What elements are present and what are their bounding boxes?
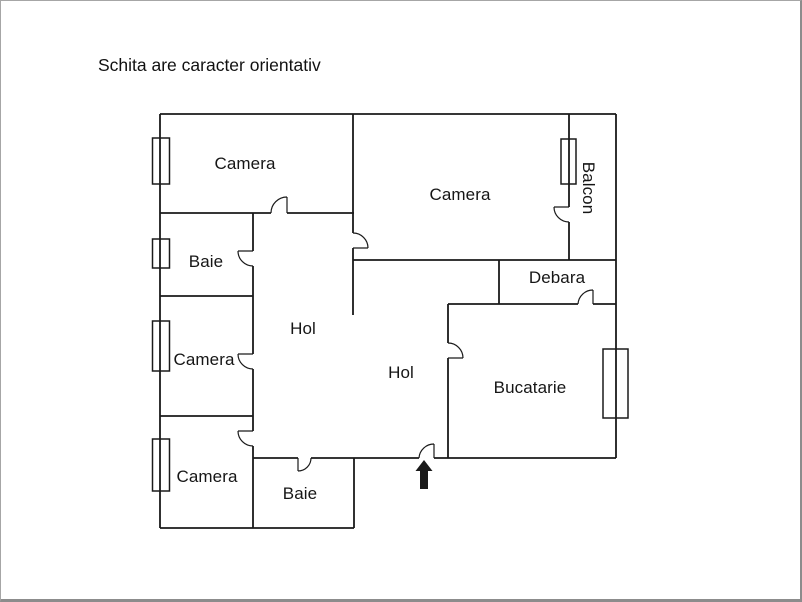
window-balcon: [560, 138, 577, 185]
door-entrance: [418, 443, 435, 459]
door-balcon: [553, 206, 570, 223]
door-baie-left: [237, 250, 254, 267]
entrance-arrow-icon: [415, 460, 433, 489]
room-label-bucatarie: Bucatarie: [493, 378, 567, 397]
room-label-baie-bottom: Baie: [282, 484, 318, 503]
door-camera-top-left: [270, 196, 288, 214]
doors: [237, 196, 594, 472]
door-bucatarie: [447, 342, 464, 359]
room-label-camera-bottom-left: Camera: [176, 467, 238, 486]
door-camera-mid-left: [237, 353, 254, 370]
window-camera-mid-left: [151, 320, 171, 372]
room-label-hol-upper: Hol: [290, 319, 316, 338]
room-label-balcon: Balcon: [579, 161, 598, 215]
room-label-camera-top-left: Camera: [214, 154, 276, 173]
room-label-debara: Debara: [528, 268, 586, 287]
room-label-camera-top-right: Camera: [429, 185, 491, 204]
room-label-baie-left: Baie: [188, 252, 224, 271]
window-bucatarie: [602, 348, 629, 419]
room-label-hol-lower: Hol: [388, 363, 414, 382]
page-title: Schita are caracter orientativ: [98, 55, 321, 75]
window-baie-left: [151, 238, 171, 269]
walls: [159, 113, 617, 529]
windows: [151, 137, 629, 492]
window-camera-top-left: [151, 137, 171, 185]
door-baie-bottom: [297, 457, 312, 472]
window-camera-bottom-left: [151, 438, 171, 492]
room-label-camera-mid-left: Camera: [173, 350, 235, 369]
door-camera-top-right: [352, 232, 369, 249]
door-camera-bottom-left: [237, 430, 254, 447]
door-debara: [577, 289, 594, 305]
